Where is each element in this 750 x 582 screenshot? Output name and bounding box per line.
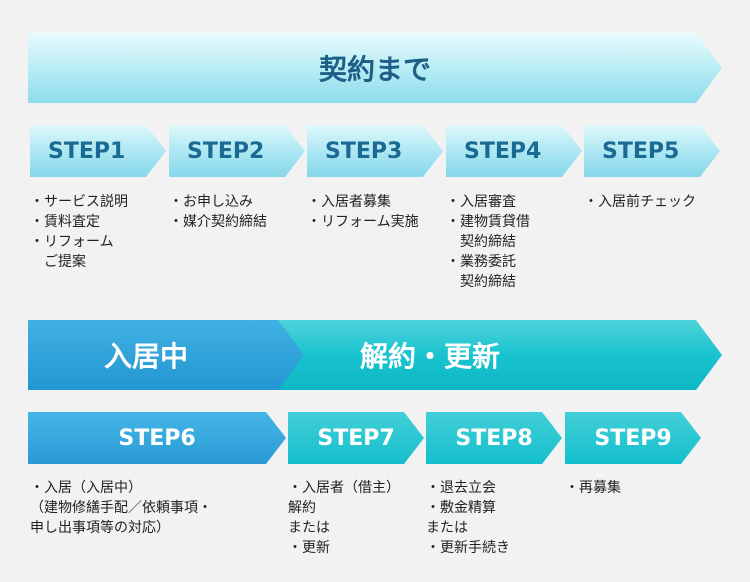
banner-until-contract-label: 契約まで: [318, 53, 431, 86]
list-item: ・賃料査定: [30, 214, 100, 230]
list-item: ・入居（入居中）: [30, 480, 142, 496]
list-item: ・敷金精算: [426, 500, 496, 516]
step-8-label: STEP8: [455, 425, 533, 451]
step-6-list: ・入居（入居中） （建物修繕手配／依頼事項・ 申し出事項等の対応）: [30, 478, 212, 538]
step-4-arrow: STEP4: [446, 125, 582, 177]
step-6-label: STEP6: [118, 425, 196, 451]
banner-move-in-label: 入居中: [104, 340, 189, 373]
step-7-arrow: STEP7: [288, 412, 424, 464]
list-item: ・入居者募集: [307, 194, 391, 210]
list-item: ・リフォーム実施: [307, 214, 419, 230]
list-item: ・建物賃貸借: [446, 214, 530, 230]
step-2-arrow: STEP2: [169, 125, 305, 177]
list-item: ・入居審査: [446, 194, 516, 210]
list-item: ・お申し込み: [169, 194, 253, 210]
list-item: 契約締結: [446, 274, 516, 290]
step-9-label: STEP9: [594, 425, 672, 451]
list-item: （建物修繕手配／依頼事項・: [30, 500, 212, 516]
step-2-list: ・お申し込み ・媒介契約締結: [169, 192, 267, 232]
list-item: または: [426, 520, 468, 536]
list-item: 申し出事項等の対応）: [30, 520, 170, 536]
step-9-arrow: STEP9: [565, 412, 701, 464]
step-9-list: ・再募集: [565, 478, 621, 498]
step-7-label: STEP7: [317, 425, 395, 451]
step-5-arrow: STEP5: [584, 125, 720, 177]
step-8-list: ・退去立会 ・敷金精算 または ・更新手続き: [426, 478, 510, 558]
step-3-list: ・入居者募集 ・リフォーム実施: [307, 192, 419, 232]
step-5-label: STEP5: [602, 138, 680, 164]
step-3-label: STEP3: [325, 138, 403, 164]
list-item: ・サービス説明: [30, 194, 128, 210]
banner-until-contract: 契約まで: [28, 33, 722, 103]
list-item: 解約: [288, 500, 316, 516]
step-6-arrow: STEP6: [28, 412, 286, 464]
step-1-list: ・サービス説明 ・賃料査定 ・リフォーム ご提案: [30, 192, 128, 272]
list-item: または: [288, 520, 330, 536]
list-item: ・媒介契約締結: [169, 214, 267, 230]
list-item: ・入居者（借主）: [288, 480, 400, 496]
list-item: 契約締結: [446, 234, 516, 250]
step-4-list: ・入居審査 ・建物賃貸借 契約締結 ・業務委託 契約締結: [446, 192, 530, 292]
list-item: ご提案: [30, 254, 86, 270]
list-item: ・入居前チェック: [584, 194, 696, 210]
banner-cancel-renew: 解約・更新: [230, 320, 722, 390]
step-2-label: STEP2: [187, 138, 265, 164]
step-5-list: ・入居前チェック: [584, 192, 696, 212]
list-item: ・業務委託: [446, 254, 516, 270]
list-item: ・再募集: [565, 480, 621, 496]
banner-move-in: 入居中: [28, 320, 304, 390]
step-3-arrow: STEP3: [307, 125, 443, 177]
list-item: ・リフォーム: [30, 234, 114, 250]
step-7-list: ・入居者（借主） 解約 または ・更新: [288, 478, 400, 558]
list-item: ・退去立会: [426, 480, 496, 496]
step-4-label: STEP4: [464, 138, 542, 164]
step-1-arrow: STEP1: [30, 125, 166, 177]
step-1-label: STEP1: [48, 138, 126, 164]
list-item: ・更新: [288, 540, 330, 556]
banner-cancel-renew-label: 解約・更新: [360, 340, 501, 373]
list-item: ・更新手続き: [426, 540, 510, 556]
step-8-arrow: STEP8: [426, 412, 562, 464]
